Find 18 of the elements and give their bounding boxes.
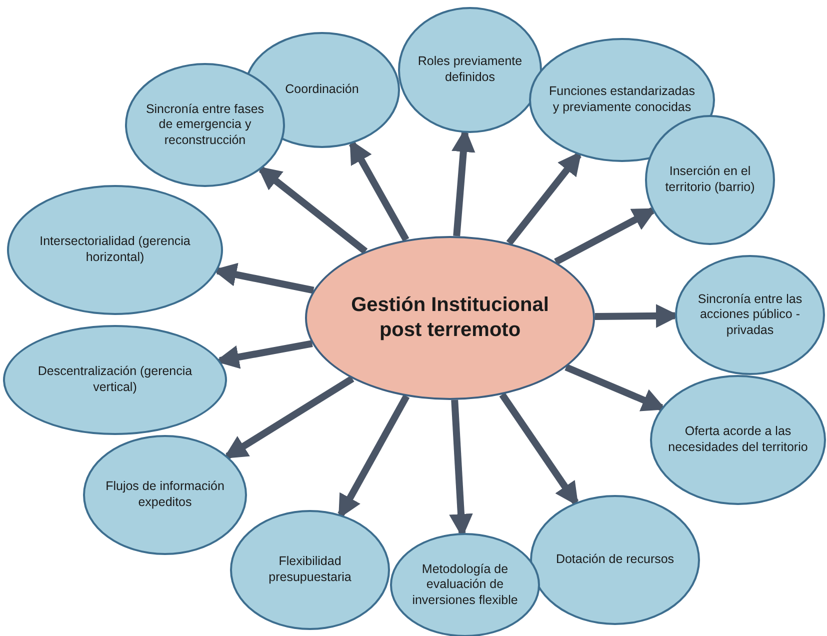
arrow [257, 166, 368, 254]
topic-label: Coordinación [284, 82, 360, 98]
topic-label: Flexibilidad presupuestaria [268, 554, 352, 586]
topic-label: Inserción en el territorio (barrio) [664, 164, 756, 196]
topic-label: Descentralización (gerencia vertical) [36, 364, 194, 396]
topic-label: Flujos de información expeditos [104, 479, 226, 511]
topic-label: Dotación de recursos [554, 552, 676, 568]
central-label: Gestión Institucional post terremoto [350, 293, 550, 343]
topic-label: Oferta acorde a las necesidades del territorio [667, 424, 809, 456]
topic-label: Sincronía entre las acciones público - privadas [696, 292, 804, 338]
arrow [506, 151, 582, 246]
arrow [499, 392, 579, 506]
topic-label: Roles previamente definidos [416, 54, 524, 86]
topic-label: Sincronía entre fases de emergencia y reconstrucción [144, 102, 266, 148]
topic-label: Metodología de evaluación de inversiones flexible [411, 562, 519, 608]
topic-label: Funciones estandarizadas y previamente conocidas [548, 84, 696, 116]
topic-label: Intersectorialidad (gerencia horizontal) [38, 234, 192, 266]
arrow [223, 376, 354, 460]
